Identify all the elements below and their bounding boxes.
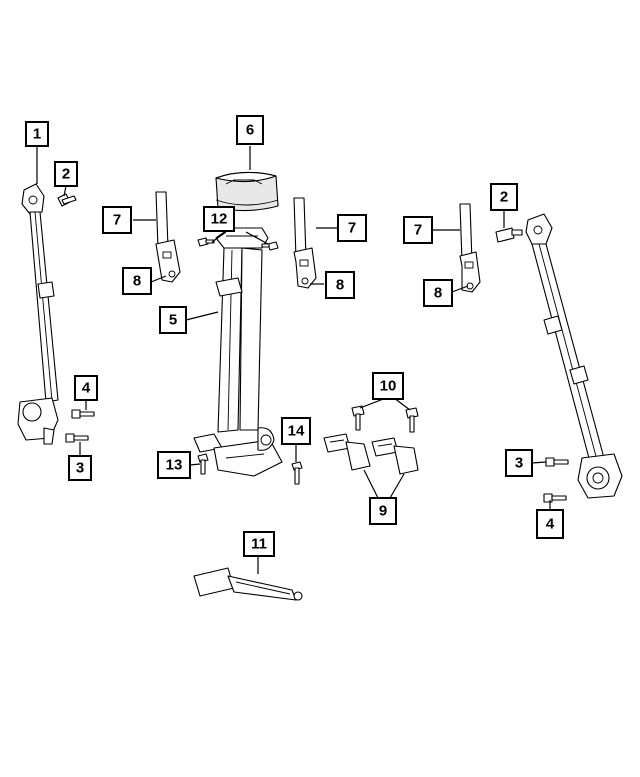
callout-2-left: 2 (54, 161, 78, 187)
bolts-part-10 (351, 405, 419, 433)
callout-5: 5 (159, 306, 187, 334)
callout-10: 10 (372, 372, 404, 400)
callout-8-left: 8 (122, 267, 152, 295)
callout-label: 10 (380, 378, 397, 395)
callout-label: 3 (515, 455, 523, 472)
strap-part-7-right-center (293, 197, 307, 259)
callout-label: 11 (251, 536, 267, 553)
callout-label: 7 (414, 222, 422, 239)
callout-14: 14 (281, 417, 311, 445)
buckle-part-11 (193, 567, 303, 601)
callout-label: 9 (379, 503, 387, 520)
callout-label: 4 (546, 516, 555, 533)
callout-8-right: 8 (423, 279, 453, 307)
bolt-part-3-right (545, 457, 569, 467)
bolt-part-4-left (71, 409, 95, 419)
callout-4-left: 4 (74, 375, 98, 401)
bolt-part-13 (197, 453, 209, 475)
callout-2-right: 2 (490, 183, 518, 211)
callout-label: 7 (348, 220, 356, 237)
callout-label: 4 (82, 380, 91, 397)
callout-6: 6 (236, 115, 264, 145)
callout-label: 2 (500, 189, 508, 206)
center-seat-belt-part-5 (193, 227, 283, 477)
callout-label: 8 (133, 273, 141, 290)
bracket-part-8-right-center (293, 247, 317, 289)
bolt-part-12 (197, 237, 279, 251)
bolt-part-2-left (57, 193, 77, 207)
callout-1: 1 (25, 121, 49, 147)
strap-part-7-center (155, 191, 169, 249)
callout-label: 8 (336, 277, 344, 294)
callout-label: 1 (33, 126, 41, 143)
bolt-part-14 (291, 461, 303, 485)
left-seat-belt-assembly (17, 183, 59, 445)
callout-label: 7 (113, 212, 121, 229)
headrest-part-6 (215, 171, 279, 212)
callout-label: 14 (288, 423, 305, 440)
callout-8-center: 8 (325, 271, 355, 299)
callout-label: 12 (211, 211, 228, 228)
bolt-part-3-left (65, 433, 89, 443)
callout-7-center: 7 (337, 214, 367, 242)
callout-label: 2 (62, 166, 70, 183)
callout-12: 12 (203, 206, 235, 232)
callout-7-left: 7 (102, 206, 132, 234)
bracket-part-8-right (459, 251, 481, 293)
leader-lines (36, 146, 551, 574)
bolt-part-2-right (495, 227, 523, 243)
bracket-part-8-center (155, 239, 181, 283)
callout-label: 5 (169, 312, 177, 329)
callout-11: 11 (243, 531, 275, 557)
callout-label: 3 (76, 460, 84, 477)
bolt-part-4-right (543, 493, 567, 503)
callout-label: 6 (246, 122, 254, 139)
callout-9: 9 (369, 497, 397, 525)
right-seat-belt-assembly (525, 213, 623, 499)
callout-label: 8 (434, 285, 442, 302)
callout-3-right: 3 (505, 449, 533, 477)
callout-4-right: 4 (536, 509, 564, 539)
callout-3-left: 3 (68, 455, 92, 481)
buckles-part-9 (323, 433, 419, 475)
callout-7-right: 7 (403, 216, 433, 244)
callout-label: 13 (166, 457, 183, 474)
callout-13: 13 (157, 451, 191, 479)
